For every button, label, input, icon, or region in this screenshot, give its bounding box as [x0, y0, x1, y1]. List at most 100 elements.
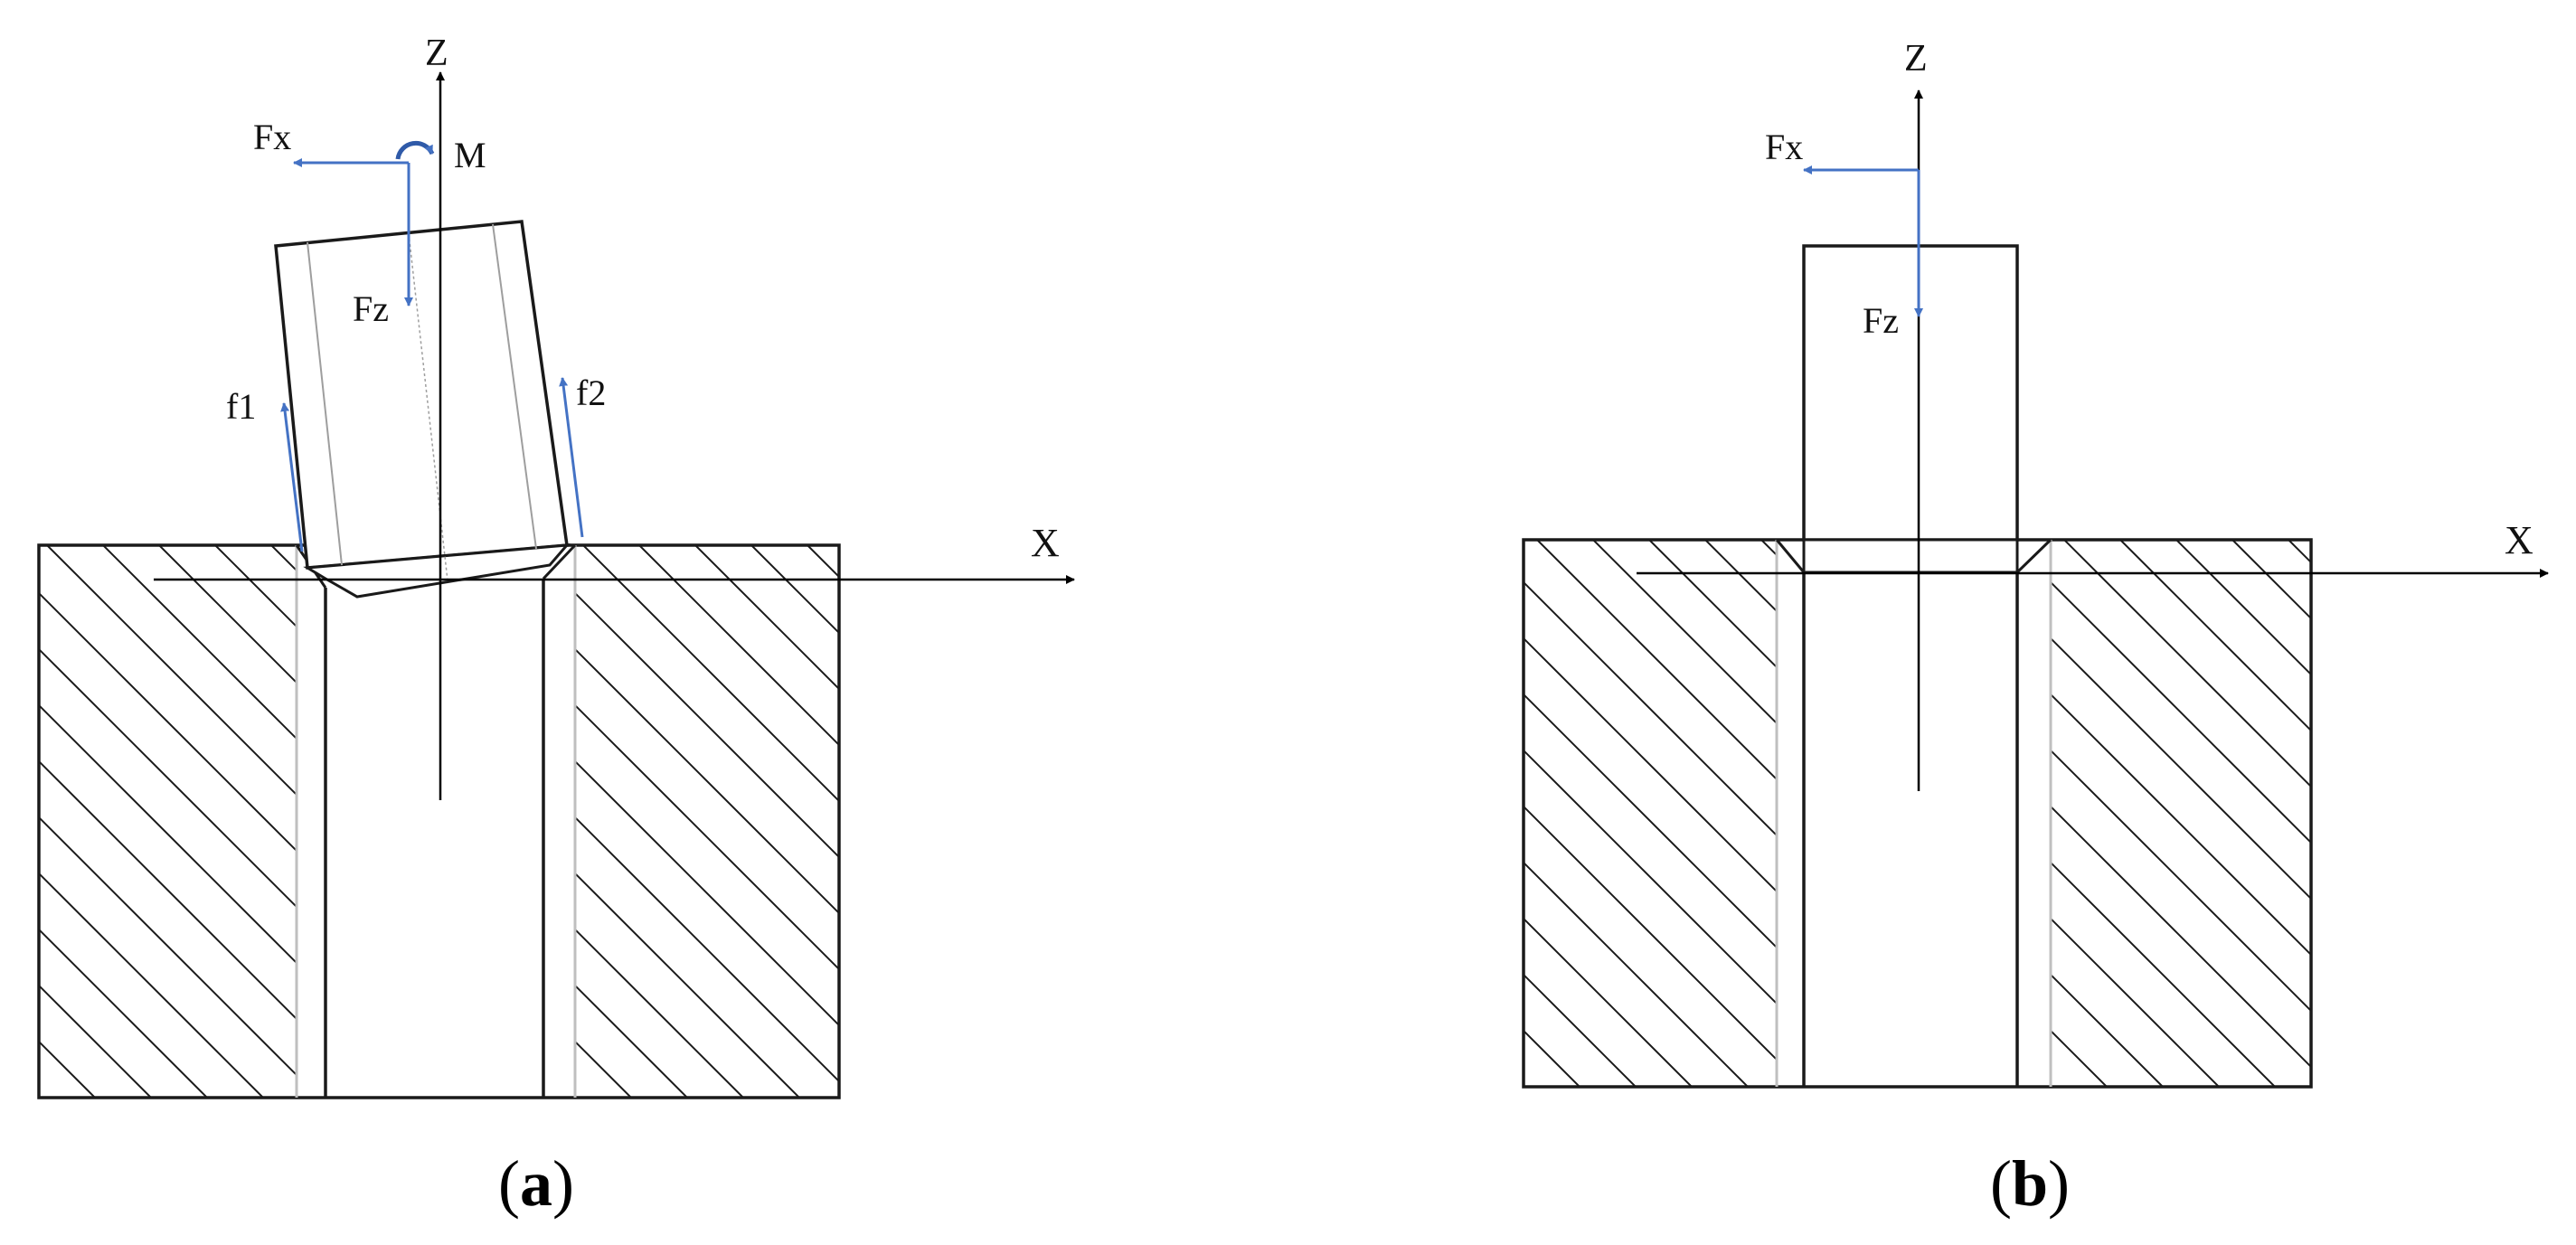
hatch-line	[214, 545, 297, 628]
hole-wall-hatch-right-b	[2051, 540, 2576, 1087]
hatch-line	[920, 545, 1472, 1098]
hatch-line	[582, 545, 839, 803]
hatch-line	[1524, 749, 1777, 1005]
hatch-line	[39, 872, 264, 1098]
f1-arrow-a	[280, 402, 304, 552]
hatch-line	[2322, 540, 2576, 1087]
peg-body-a	[274, 220, 569, 570]
hatch-line	[2210, 540, 2576, 1087]
hatch-line	[2513, 540, 2576, 1087]
moment-arrow-a	[395, 140, 435, 160]
fx-label-b: Fx	[1765, 127, 1803, 167]
hatch-line	[575, 928, 744, 1098]
hatch-line	[1088, 545, 1640, 1098]
hatch-line	[39, 1096, 40, 1098]
hatch-line	[39, 928, 208, 1098]
hatch-line	[2063, 540, 2311, 788]
hole-wall-hatch-left-a	[39, 545, 1384, 1098]
hatch-line	[807, 545, 839, 579]
peg-tip-b	[1802, 538, 2019, 574]
hatch-line	[1524, 805, 1777, 1061]
hatch-line	[2569, 540, 2576, 1087]
hatch-line	[575, 591, 839, 859]
hatch-line	[2051, 805, 2311, 1069]
base-block-a	[37, 543, 841, 1099]
x-axis-label-a: X	[1031, 521, 1060, 565]
hatch-line	[1144, 545, 1696, 1098]
hatch-line	[750, 545, 839, 635]
chamfer-right-a	[542, 543, 577, 580]
caption-b: (b)	[1990, 1147, 2070, 1220]
hatch-line	[575, 984, 688, 1098]
fz-label-a: Fz	[353, 288, 389, 329]
panel-b: Z X Fx Fz (b)	[977, 38, 2576, 1220]
hatch-line	[1524, 580, 1777, 837]
hatch-line	[1200, 545, 1752, 1098]
hatch-line	[39, 759, 297, 1021]
hatch-line	[1524, 693, 1777, 949]
hatch-line	[102, 545, 297, 740]
fx-label-a: Fx	[253, 117, 291, 157]
hatch-line	[2042, 540, 2576, 1087]
hatch-line	[1524, 637, 1777, 893]
hatch-line	[863, 545, 1416, 1098]
hatch-line	[694, 545, 839, 691]
caption-a: (a)	[498, 1147, 574, 1220]
hatch-line	[977, 540, 1524, 1087]
hatch-line	[2288, 540, 2311, 564]
f2-label-a: f2	[576, 373, 606, 413]
x-axis-label-b: X	[2505, 518, 2534, 562]
hatch-line	[1648, 540, 1777, 669]
hatch-line	[1592, 540, 1777, 725]
hatch-line	[1256, 545, 1808, 1098]
f2-arrow-a	[559, 377, 584, 538]
hatch-line	[2401, 540, 2576, 1087]
hatch-line	[575, 647, 839, 915]
f1-label-a: f1	[226, 386, 256, 427]
peg-tip-a	[303, 543, 571, 599]
hatch-line	[2154, 540, 2576, 1087]
hatch-line	[2051, 861, 2276, 1087]
hatch-line	[2175, 540, 2311, 676]
hatch-line	[39, 816, 297, 1077]
chamfer-right-b	[2015, 538, 2052, 574]
hatch-line	[2051, 693, 2311, 957]
hatch-line	[1312, 545, 1864, 1098]
peg-body-b	[1802, 244, 2019, 542]
hatch-line	[158, 545, 297, 684]
hatch-line	[1368, 545, 1920, 1098]
hatch-line	[2051, 917, 2220, 1087]
peg-centerline-a	[408, 232, 448, 581]
hatch-line	[2051, 580, 2311, 844]
peg-inner-line-right-a	[492, 223, 537, 550]
hatch-line	[2051, 749, 2311, 1013]
hatch-line	[39, 984, 152, 1098]
hatch-line	[39, 703, 297, 965]
hatch-line	[638, 545, 839, 747]
hatch-line	[39, 647, 297, 909]
hatch-line	[575, 872, 800, 1098]
hatch-line	[1032, 545, 1584, 1098]
z-axis-label-a: Z	[425, 33, 448, 74]
hatch-line	[46, 545, 297, 797]
hatch-line	[1524, 917, 1693, 1087]
hatch-line	[2051, 637, 2311, 901]
hatch-line	[39, 591, 297, 853]
hatch-line	[2457, 540, 2576, 1087]
peg-inner-line-left-a	[307, 241, 343, 566]
hatch-line	[832, 545, 1384, 1098]
hatch-line	[1524, 973, 1637, 1087]
hatch-line	[2345, 540, 2576, 1087]
hole-wall-hatch-right-a	[575, 545, 1920, 1098]
hatch-line	[1536, 540, 1777, 781]
hatch-line	[2051, 973, 2164, 1087]
hatch-line	[976, 545, 1528, 1098]
hatch-line	[270, 545, 297, 572]
hatch-line	[1524, 1029, 1581, 1087]
z-axis-label-b: Z	[1904, 38, 1928, 80]
hatch-line	[39, 1040, 96, 1098]
chamfer-left-b	[1775, 539, 1806, 573]
hole-wall-hatch-left-b	[977, 540, 2576, 1087]
tilted-peg	[274, 220, 571, 599]
